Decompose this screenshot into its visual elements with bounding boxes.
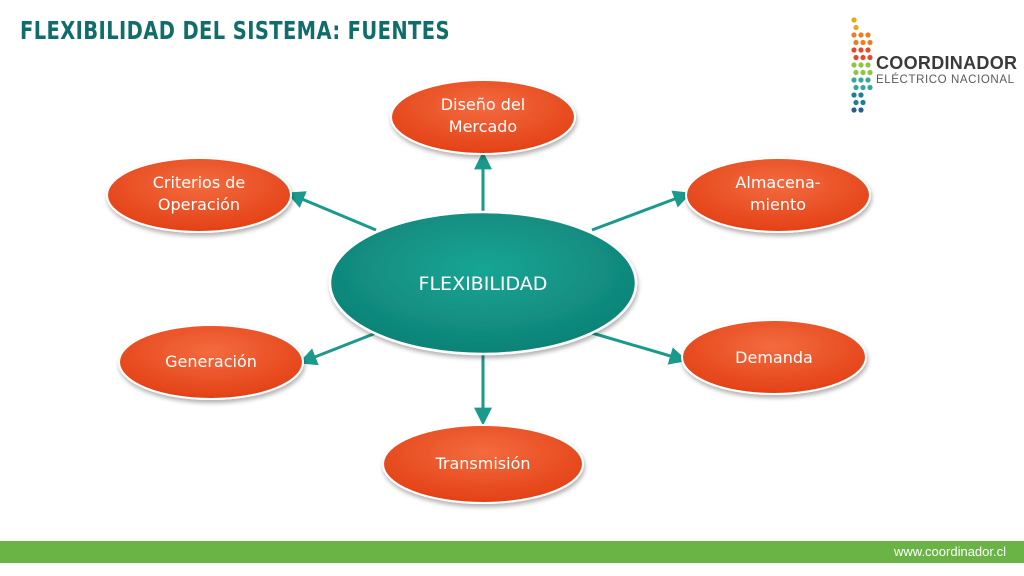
logo-dot xyxy=(860,99,866,106)
logo-dot xyxy=(867,54,873,61)
connector-almacenamiento xyxy=(591,190,692,232)
logo-dot xyxy=(851,32,857,38)
node-label-line2: Mercado xyxy=(449,117,517,136)
logo-dot xyxy=(867,84,873,91)
logo-dot xyxy=(853,99,859,106)
logo-dot xyxy=(865,62,871,68)
logo-dot xyxy=(853,39,859,46)
logo-text-sub: ELÉCTRICO NACIONAL xyxy=(876,74,1015,86)
node-diseno-mercado: Diseño del Mercado xyxy=(390,79,576,155)
logo-dot xyxy=(851,92,857,98)
logo-dot xyxy=(860,39,866,46)
logo-dot xyxy=(853,69,859,76)
node-label: Transmisión xyxy=(434,454,530,473)
logo-dot xyxy=(858,62,864,68)
node-transmision: Transmisión xyxy=(382,424,584,504)
logo-text-main: COORDINADOR xyxy=(876,53,1018,73)
logo-dot xyxy=(851,17,857,23)
logo-dot xyxy=(858,107,864,113)
node-generacion: Generación xyxy=(118,324,304,400)
logo-dot xyxy=(851,47,857,53)
coordinador-logo-icon xyxy=(851,17,873,113)
logo-dot xyxy=(858,77,864,83)
logo-dot xyxy=(858,47,864,53)
connector-demanda xyxy=(591,331,688,365)
footer-bar xyxy=(0,541,1024,563)
logo-dot xyxy=(865,32,871,38)
node-criterios-operacion: Criterios de Operación xyxy=(106,157,292,233)
logo-dot xyxy=(853,84,859,91)
flexibility-diagram: FLEXIBILIDAD Diseño del Mercado Criterio… xyxy=(106,79,871,504)
logo-dot xyxy=(853,24,859,31)
logo-dot xyxy=(858,92,864,98)
logo-dot xyxy=(860,54,866,61)
node-label-line1: Diseño del xyxy=(441,95,525,114)
logo-dot xyxy=(865,47,871,53)
logo-dot xyxy=(867,69,873,76)
node-label: Generación xyxy=(165,352,257,371)
logo-dot xyxy=(851,77,857,83)
logo-dot xyxy=(858,32,864,38)
logo-dot xyxy=(860,84,866,91)
center-label: FLEXIBILIDAD xyxy=(419,273,548,295)
node-demanda: Demanda xyxy=(681,319,867,395)
logo-dot xyxy=(851,107,857,113)
connector-generacion xyxy=(298,331,377,366)
center-node: FLEXIBILIDAD xyxy=(328,210,638,356)
logo-dot xyxy=(860,69,866,76)
node-label-line1: Almacena- xyxy=(735,173,820,192)
logo-dot xyxy=(851,62,857,68)
node-label-line2: miento xyxy=(750,195,806,214)
node-almacenamiento: Almacena- miento xyxy=(685,157,871,233)
logo-dot xyxy=(853,54,859,61)
node-label: Demanda xyxy=(735,348,813,367)
node-label-line2: Operación xyxy=(158,195,240,214)
connector-criterios xyxy=(286,191,377,232)
logo-dot xyxy=(865,77,871,83)
logo-dot xyxy=(867,39,873,46)
slide-title: FLEXIBILIDAD DEL SISTEMA: FUENTES xyxy=(20,16,450,45)
node-label-line1: Criterios de xyxy=(153,173,246,192)
footer-url: www.coordinador.cl xyxy=(894,544,1006,559)
